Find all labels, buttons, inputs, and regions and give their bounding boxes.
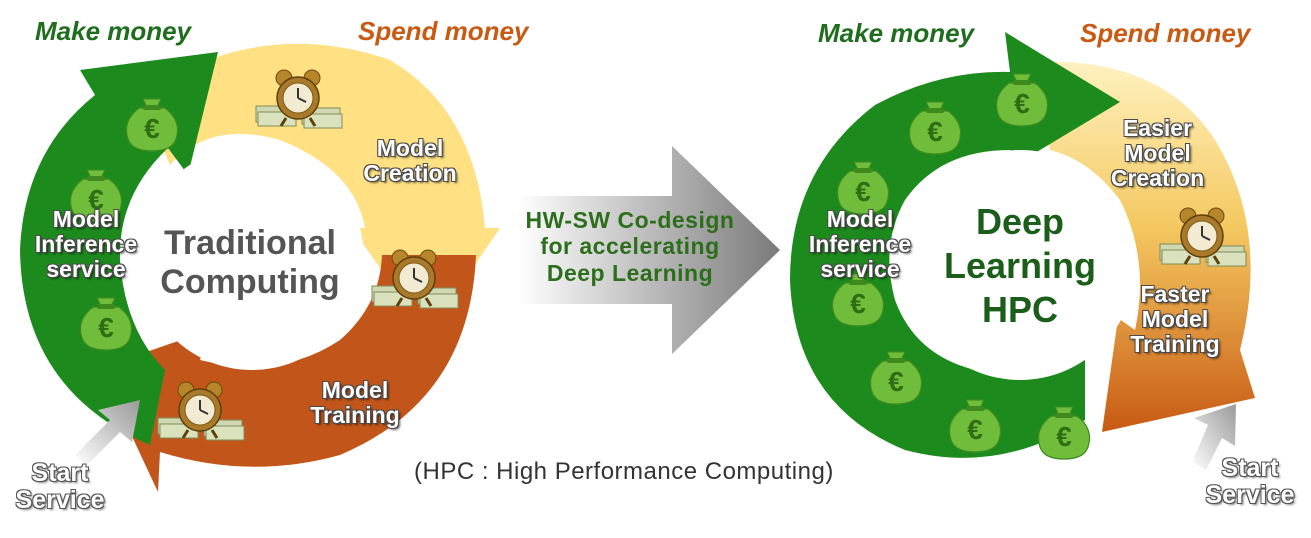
- co-design-arrow: [518, 146, 780, 354]
- co-design-arrow-label: HW-SW Co-design for accelerating Deep Le…: [525, 207, 735, 286]
- left-start-service-label: Start Service: [15, 459, 105, 514]
- hpc-footnote: (HPC : High Performance Computing): [414, 458, 834, 485]
- left-cycle-diagram: [20, 43, 500, 492]
- right-center-title: Deep Learning HPC: [943, 201, 1096, 330]
- left-center-disk: [140, 146, 364, 370]
- left-stage-model-creation: Model Creation: [363, 135, 457, 186]
- right-cycle-diagram: [790, 32, 1255, 470]
- right-make-money-header: Make money: [818, 18, 975, 48]
- right-start-service-label: Start Service: [1205, 454, 1295, 509]
- left-spend-money-header: Spend money: [358, 16, 529, 46]
- left-start-arrow: [75, 400, 140, 466]
- right-spend-money-header: Spend money: [1080, 18, 1251, 48]
- right-stage-faster-model-training: Faster Model Training: [1130, 281, 1220, 357]
- left-stage-model-training: Model Training: [310, 377, 400, 428]
- right-stage-easier-model-creation: Easier Model Creation: [1110, 115, 1205, 191]
- left-green-arc: [20, 52, 218, 445]
- right-green-arc: [790, 32, 1120, 458]
- right-start-arrow: [1192, 404, 1236, 470]
- left-stage-model-inference: Model Inference service: [34, 206, 138, 282]
- right-yellow-orange-arc: [1030, 61, 1255, 432]
- right-stage-model-inference: Model Inference service: [808, 206, 912, 282]
- left-make-money-header: Make money: [35, 16, 192, 46]
- right-center-disk: [905, 150, 1135, 380]
- left-center-title: Traditional Computing: [160, 224, 340, 302]
